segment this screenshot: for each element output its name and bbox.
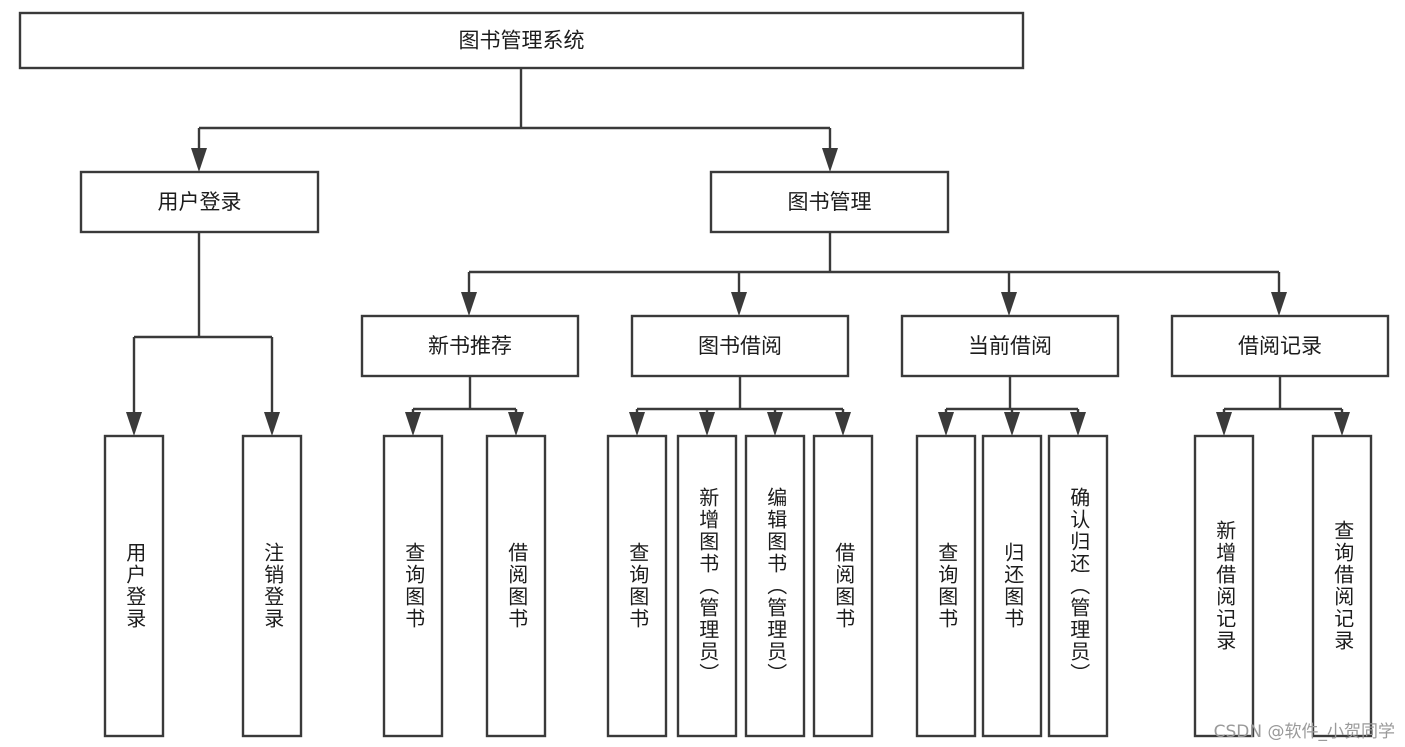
node-book-borrow[interactable]: 图书借阅 <box>630 314 850 378</box>
connector-borrow-record <box>1216 376 1350 436</box>
connector-user-login <box>126 232 280 436</box>
node-box-leaf-query-record[interactable] <box>1311 434 1373 738</box>
node-box-root[interactable] <box>18 11 1025 70</box>
arrowhead-icon <box>699 412 715 436</box>
arrowhead-icon <box>731 292 747 316</box>
arrowhead-icon <box>1070 412 1086 436</box>
node-box-book-borrow[interactable] <box>630 314 850 378</box>
node-leaf-borrow-book-1[interactable] <box>485 434 547 738</box>
arrowhead-icon <box>191 148 207 172</box>
node-box-current-borrow[interactable] <box>900 314 1120 378</box>
node-leaf-confirm-return[interactable] <box>1047 434 1109 738</box>
connector-root <box>191 68 838 172</box>
arrowhead-icon <box>1004 412 1020 436</box>
arrowhead-icon <box>264 412 280 436</box>
node-current-borrow[interactable]: 当前借阅 <box>900 314 1120 378</box>
arrowhead-icon <box>1216 412 1232 436</box>
node-leaf-query-book-3[interactable] <box>915 434 977 738</box>
edges-layer <box>126 68 1350 436</box>
node-leaf-add-record[interactable] <box>1193 434 1255 738</box>
node-label-current-borrow: 当前借阅 <box>968 334 1052 358</box>
node-label-borrow-record: 借阅记录 <box>1238 334 1322 358</box>
node-box-borrow-record[interactable] <box>1170 314 1390 378</box>
node-leaf-add-book[interactable] <box>676 434 738 738</box>
node-box-leaf-add-book[interactable] <box>676 434 738 738</box>
arrowhead-icon <box>938 412 954 436</box>
node-leaf-borrow-book-2[interactable] <box>812 434 874 738</box>
arrowhead-icon <box>767 412 783 436</box>
arrowhead-icon <box>126 412 142 436</box>
node-leaf-query-book-1[interactable] <box>382 434 444 738</box>
node-box-new-book-recommend[interactable] <box>360 314 580 378</box>
node-label-book-borrow: 图书借阅 <box>698 334 782 358</box>
node-leaf-user-login[interactable] <box>103 434 165 738</box>
arrowhead-icon <box>822 148 838 172</box>
connector-book-manage <box>461 232 1287 316</box>
node-leaf-edit-book[interactable] <box>744 434 806 738</box>
node-box-user-login[interactable] <box>79 170 320 234</box>
node-box-leaf-borrow-book-1[interactable] <box>485 434 547 738</box>
node-leaf-return-book[interactable] <box>981 434 1043 738</box>
node-label-user-login: 用户登录 <box>158 190 242 214</box>
node-book-manage[interactable]: 图书管理 <box>709 170 950 234</box>
node-box-leaf-borrow-book-2[interactable] <box>812 434 874 738</box>
node-borrow-record[interactable]: 借阅记录 <box>1170 314 1390 378</box>
node-box-leaf-query-book-2[interactable] <box>606 434 668 738</box>
node-leaf-query-book-2[interactable] <box>606 434 668 738</box>
node-box-leaf-confirm-return[interactable] <box>1047 434 1109 738</box>
node-new-book-recommend[interactable]: 新书推荐 <box>360 314 580 378</box>
node-box-leaf-query-book-1[interactable] <box>382 434 444 738</box>
node-box-leaf-logout[interactable] <box>241 434 303 738</box>
node-box-leaf-return-book[interactable] <box>981 434 1043 738</box>
connector-new-book-recommend <box>405 376 524 436</box>
node-box-book-manage[interactable] <box>709 170 950 234</box>
arrowhead-icon <box>461 292 477 316</box>
node-label-root: 图书管理系统 <box>459 29 585 53</box>
node-box-leaf-edit-book[interactable] <box>744 434 806 738</box>
node-user-login[interactable]: 用户登录 <box>79 170 320 234</box>
arrowhead-icon <box>1271 292 1287 316</box>
watermark-text: CSDN @软件_小贺同学 <box>1213 722 1395 742</box>
node-leaf-query-record[interactable] <box>1311 434 1373 738</box>
node-box-leaf-add-record[interactable] <box>1193 434 1255 738</box>
node-label-book-manage: 图书管理 <box>788 190 872 214</box>
arrowhead-icon <box>1001 292 1017 316</box>
arrowhead-icon <box>1334 412 1350 436</box>
connector-current-borrow <box>938 376 1086 436</box>
arrowhead-icon <box>405 412 421 436</box>
arrowhead-icon <box>508 412 524 436</box>
node-label-new-book-recommend: 新书推荐 <box>428 334 512 358</box>
node-box-leaf-user-login[interactable] <box>103 434 165 738</box>
node-box-leaf-query-book-3[interactable] <box>915 434 977 738</box>
arrowhead-icon <box>835 412 851 436</box>
connector-book-borrow <box>629 376 851 436</box>
node-leaf-logout[interactable] <box>241 434 303 738</box>
arrowhead-icon <box>629 412 645 436</box>
node-root[interactable]: 图书管理系统 <box>18 11 1025 70</box>
